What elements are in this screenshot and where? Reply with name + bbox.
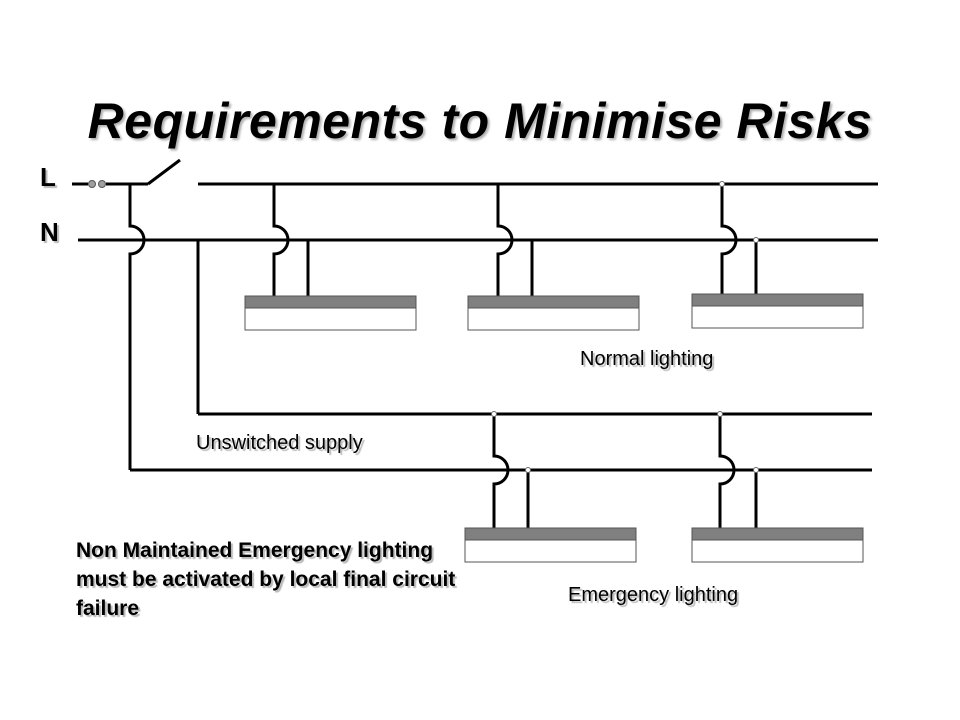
switch-blade [147, 158, 181, 186]
normal-light-fitting-1 [244, 295, 417, 331]
junction-dot [491, 411, 497, 417]
junction-dot [719, 181, 725, 187]
junction-dot [753, 467, 759, 473]
junction-dot [753, 237, 759, 243]
line-terminal-dot [88, 180, 96, 188]
normal-light-fitting-2 [467, 295, 640, 331]
normal-drop-live-3 [720, 184, 738, 296]
unswitched-supply-caption: Unswitched supply [196, 432, 363, 454]
junction-dot [525, 467, 531, 473]
emergency-light-fitting-2 [691, 527, 864, 563]
normal-drop-live-1 [272, 184, 290, 296]
emergency-neutral-drop-wire [128, 184, 146, 470]
line-label: L [40, 162, 56, 192]
emergency-note: Non Maintained Emergency lighting must b… [76, 539, 456, 620]
emergency-lighting-caption: Emergency lighting [568, 584, 739, 606]
junction-dot [717, 411, 723, 417]
normal-light-fitting-3 [691, 293, 864, 329]
normal-drop-live-2 [496, 184, 514, 296]
emergency-light-fitting-1 [464, 527, 637, 563]
slide-title: Requirements to Minimise Risks [87, 93, 873, 149]
normal-lighting-caption: Normal lighting [580, 348, 714, 370]
line-terminal-dot [98, 180, 106, 188]
emergency-drop-live-1 [492, 414, 510, 528]
neutral-label: N [40, 217, 59, 247]
emergency-drop-live-2 [718, 414, 736, 528]
